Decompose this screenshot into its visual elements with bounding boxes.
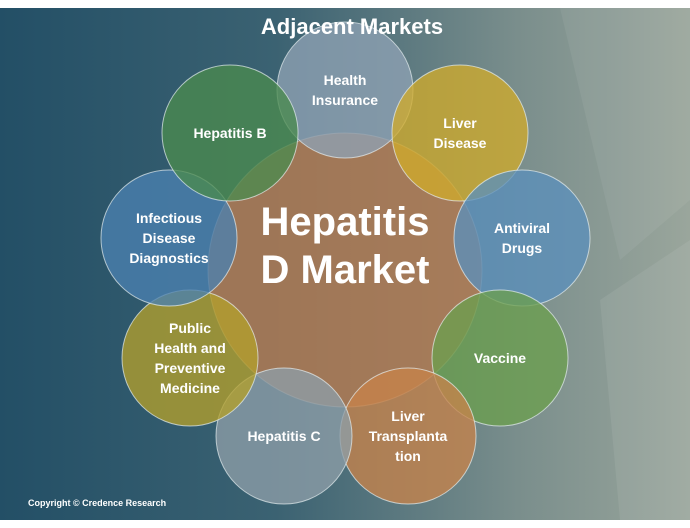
liver-transplantation-label: tion bbox=[395, 448, 421, 464]
infectious-disease-diagnostics-label: Disease bbox=[143, 230, 196, 246]
liver-transplantation-label: Transplanta bbox=[369, 428, 448, 444]
hepatitis-b-label: Hepatitis B bbox=[193, 125, 266, 141]
public-health-circle bbox=[121, 289, 259, 427]
liver-disease-label: Liver bbox=[443, 115, 477, 131]
hepatitis-c-circle bbox=[215, 367, 353, 505]
background-facet bbox=[560, 8, 690, 260]
infectious-disease-diagnostics-circle bbox=[100, 169, 238, 307]
background-facet bbox=[600, 240, 690, 520]
liver-disease-label: Disease bbox=[434, 135, 487, 151]
health-insurance-label: Health bbox=[324, 72, 367, 88]
antiviral-drugs-label: Antiviral bbox=[494, 220, 550, 236]
public-health-label: Medicine bbox=[160, 380, 220, 396]
public-health-label: Health and bbox=[154, 340, 226, 356]
hepatitis-b-circle bbox=[161, 64, 299, 202]
center-title: Hepatitis bbox=[261, 200, 430, 244]
antiviral-drugs-circle bbox=[453, 169, 591, 307]
public-health-label: Preventive bbox=[155, 360, 226, 376]
public-health-label: Public bbox=[169, 320, 211, 336]
hepatitis-c-label: Hepatitis C bbox=[247, 428, 320, 444]
liver-transplantation-label: Liver bbox=[391, 408, 425, 424]
infectious-disease-diagnostics-label: Infectious bbox=[136, 210, 202, 226]
vaccine-circle bbox=[431, 289, 569, 427]
diagram-title: Adjacent Markets bbox=[261, 14, 443, 39]
antiviral-drugs-label: Drugs bbox=[502, 240, 543, 256]
center-title: D Market bbox=[261, 248, 430, 292]
infectious-disease-diagnostics-label: Diagnostics bbox=[129, 250, 209, 266]
liver-disease-circle bbox=[391, 64, 529, 202]
vaccine-label: Vaccine bbox=[474, 350, 526, 366]
health-insurance-label: Insurance bbox=[312, 92, 378, 108]
copyright: Copyright © Credence Research bbox=[28, 498, 166, 508]
